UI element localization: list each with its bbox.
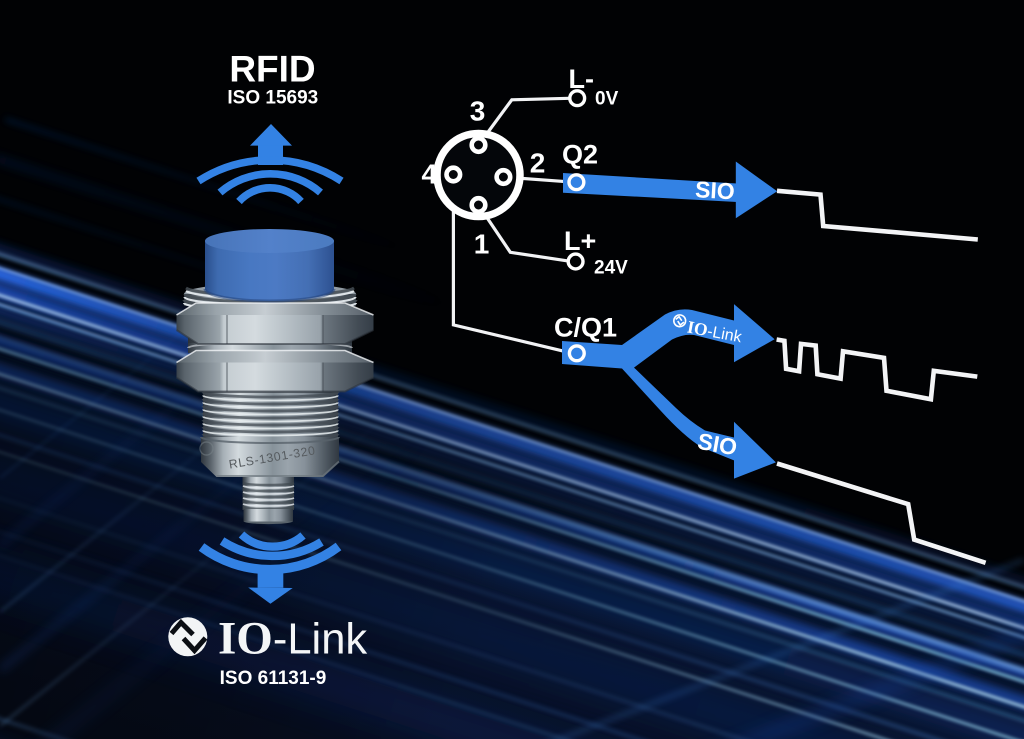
svg-text:RFID: RFID — [229, 49, 315, 90]
svg-text:C/Q1: C/Q1 — [554, 312, 617, 342]
svg-text:ISO 15693: ISO 15693 — [227, 87, 318, 108]
svg-text:L+: L+ — [564, 226, 596, 256]
svg-text:L-: L- — [569, 64, 594, 94]
svg-text:3: 3 — [470, 96, 486, 127]
svg-text:1: 1 — [474, 229, 490, 260]
svg-text:0V: 0V — [595, 89, 619, 110]
svg-text:4: 4 — [422, 159, 438, 190]
svg-text:IO-Link: IO-Link — [218, 612, 367, 664]
svg-text:2: 2 — [530, 148, 546, 179]
svg-text:ISO 61131-9: ISO 61131-9 — [220, 668, 327, 689]
svg-text:24V: 24V — [594, 258, 628, 279]
svg-text:Q2: Q2 — [562, 140, 598, 170]
svg-text:SIO: SIO — [694, 176, 735, 204]
